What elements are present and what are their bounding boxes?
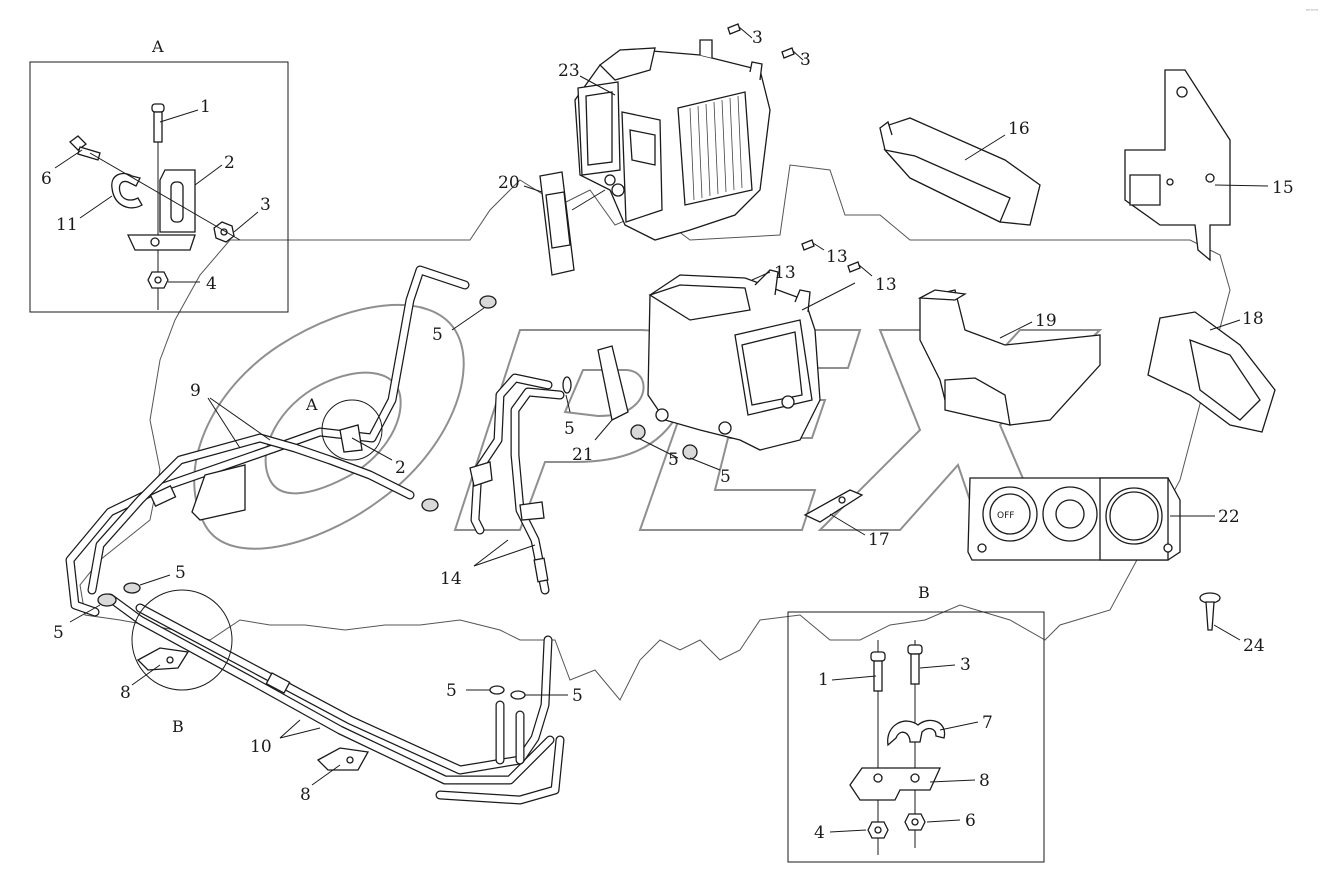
callout-2: 2 — [395, 458, 406, 478]
callout-15: 15 — [1272, 178, 1294, 198]
evaporator-unit: 3 3 23 — [558, 23, 811, 241]
control-panel: OFF 22 — [967, 477, 1240, 561]
callout-8-bottom: 8 — [300, 785, 311, 805]
callout-19: 19 — [1035, 311, 1057, 331]
callout-5-heater2: 5 — [720, 467, 731, 487]
callout-18: 18 — [1242, 309, 1264, 329]
pipe-callouts: 5 9 2 5 14 5 5 8 10 8 5 5 — [53, 307, 583, 805]
callout-top-3a: 3 — [752, 28, 763, 48]
callout-24: 24 — [1243, 636, 1265, 656]
callout-a-4: 4 — [206, 274, 217, 294]
callout-10: 10 — [250, 737, 272, 757]
callout-9: 9 — [190, 381, 201, 401]
pipe-assembly: A B — [65, 265, 572, 805]
detail-frame-b: B 1 3 7 8 4 6 — [787, 583, 1045, 863]
callout-b-6: 6 — [965, 811, 976, 831]
callout-b-1: 1 — [818, 670, 829, 690]
callout-13a: 13 — [826, 247, 848, 267]
callout-8-left: 8 — [120, 683, 131, 703]
cover-18: 18 — [1147, 309, 1276, 433]
callout-5-left1: 5 — [175, 563, 186, 583]
callout-23: 23 — [558, 61, 580, 81]
callout-5-mid: 5 — [564, 419, 575, 439]
callout-22: 22 — [1218, 507, 1240, 527]
callout-14: 14 — [440, 569, 462, 589]
callout-top-3b: 3 — [800, 50, 811, 70]
callout-5-heater1: 5 — [668, 450, 679, 470]
callout-17: 17 — [868, 530, 890, 550]
callout-5-low1: 5 — [446, 681, 457, 701]
heater-unit: 13 13 13 21 5 5 — [572, 239, 897, 487]
callout-a-2: 2 — [224, 153, 235, 173]
detail-marker-b: B — [172, 717, 184, 736]
callout-a-3: 3 — [260, 195, 271, 215]
callout-20: 20 — [498, 173, 520, 193]
callout-b-4: 4 — [814, 823, 825, 843]
callout-13c: 13 — [774, 263, 796, 283]
callout-a-6: 6 — [41, 169, 52, 189]
callout-5-low2: 5 — [572, 686, 583, 706]
detail-frame-a-title: A — [151, 37, 164, 56]
duct-16: 16 — [879, 117, 1041, 226]
detail-marker-a: A — [305, 395, 318, 414]
callout-b-8: 8 — [979, 771, 990, 791]
corner-mark: ᵃᴳ ᵐᵐᵐ — [1306, 8, 1319, 13]
callout-21: 21 — [572, 445, 594, 465]
detail-frame-b-title: B — [918, 583, 930, 602]
bracket-15: 15 — [1124, 69, 1294, 262]
callout-5-left2: 5 — [53, 623, 64, 643]
duct-19: 19 — [917, 289, 1101, 426]
detail-frame-a: A 1 2 3 4 6 11 — [29, 37, 289, 313]
callout-5-hose: 5 — [432, 325, 443, 345]
callout-16: 16 — [1008, 119, 1030, 139]
callout-b-7: 7 — [982, 713, 993, 733]
screw-24: 24 — [1199, 592, 1265, 656]
gear-outline — [79, 164, 1231, 701]
control-panel-knob-text: OFF — [997, 511, 1014, 521]
callout-a-1: 1 — [200, 97, 211, 117]
callout-13b: 13 — [875, 275, 897, 295]
callout-b-3: 3 — [960, 655, 971, 675]
bracket-17: 17 — [803, 489, 890, 550]
filter-plate: 20 — [498, 171, 606, 276]
callout-a-11: 11 — [56, 215, 78, 235]
